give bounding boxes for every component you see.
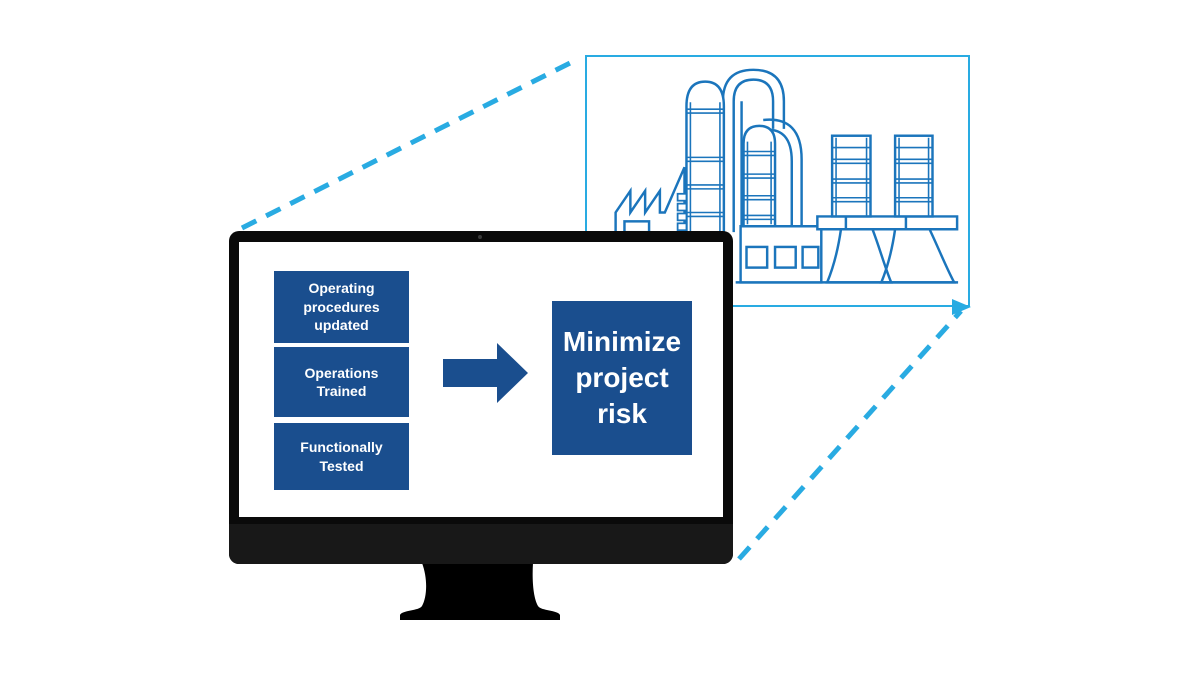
dashed-line-bottom-icon	[737, 309, 963, 561]
right-arrow-icon	[443, 343, 528, 403]
monitor-screen: Operating procedures updated Operations …	[239, 242, 723, 517]
plant-box-arrowhead-icon	[952, 299, 971, 315]
industrial-plant-icon	[614, 68, 959, 284]
webcam-icon	[478, 235, 482, 239]
monitor-stand	[400, 563, 560, 620]
step-box-operating-procedures: Operating procedures updated	[274, 271, 409, 343]
step-box-functionally-tested: Functionally Tested	[274, 423, 409, 490]
dashed-line-top-icon	[240, 57, 578, 231]
result-box-minimize-project-risk: Minimize project risk	[552, 301, 692, 455]
monitor-frame: Operating procedures updated Operations …	[229, 231, 733, 564]
step-box-operations-trained: Operations Trained	[274, 347, 409, 417]
monitor-chin	[229, 524, 733, 564]
